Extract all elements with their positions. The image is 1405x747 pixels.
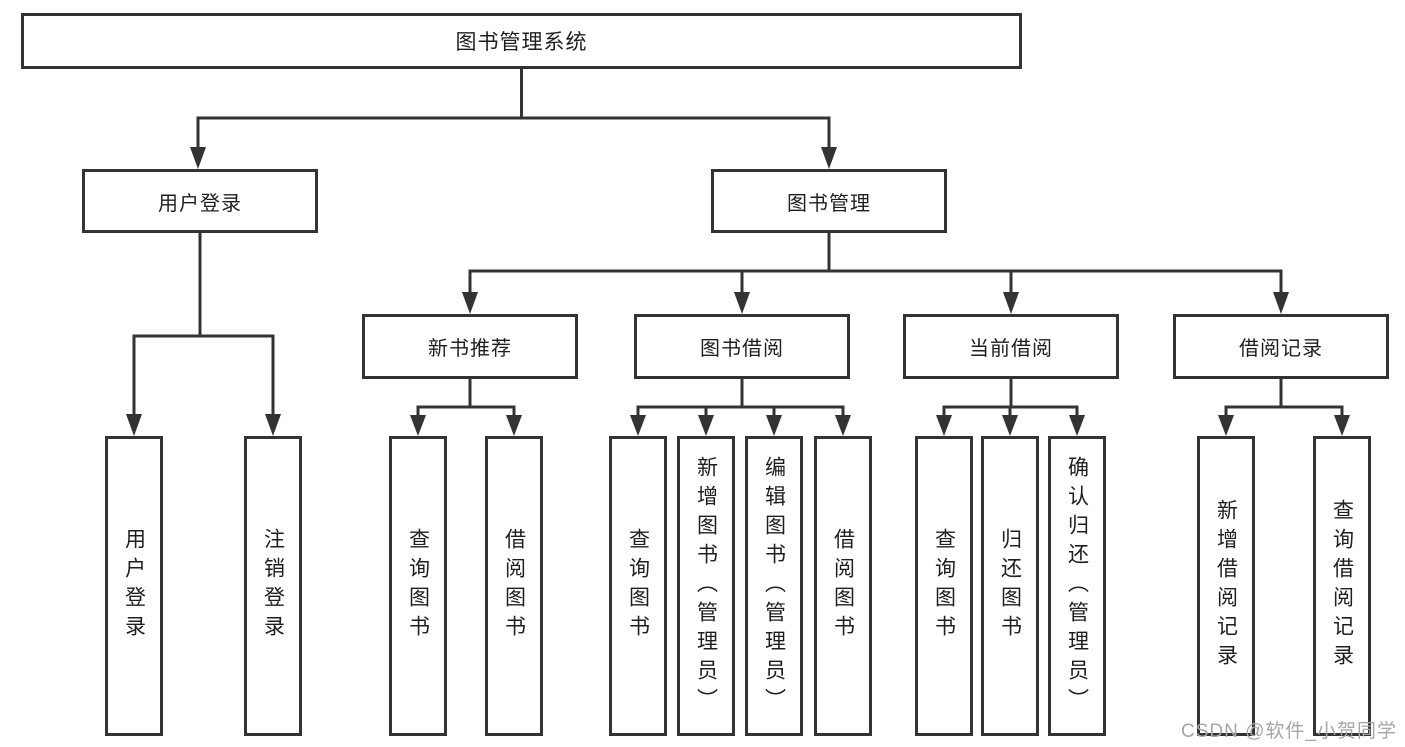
leaf-borrow-edit-books-admin: 编辑图书（管理员） [745,436,803,736]
arrowhead [1002,415,1018,436]
arrowhead [630,415,646,436]
arrowhead [265,414,281,436]
arrowhead [410,415,426,436]
leaf-recommend-query-books: 查询图书 [389,436,447,736]
node-new-book-recommend: 新书推荐 [362,314,578,379]
arrowhead [126,414,142,436]
leaf-label: 用户登录 [122,528,146,644]
node-borrow-records: 借阅记录 [1173,314,1389,379]
arrowhead [190,147,206,169]
node-book-borrow: 图书借阅 [634,314,850,379]
node-book-management: 图书管理 [711,169,947,233]
leaf-records-add-record: 新增借阅记录 [1197,436,1255,736]
leaf-label: 查询借阅记录 [1330,499,1354,673]
leaf-label: 归还图书 [998,528,1022,644]
leaf-label: 借阅图书 [831,528,855,644]
node-current-borrow: 当前借阅 [903,314,1119,379]
leaf-label: 注销登录 [261,528,285,644]
arrowhead [835,415,851,436]
leaf-borrow-add-books-admin: 新增图书（管理员） [677,436,735,736]
leaf-records-query-record: 查询借阅记录 [1313,436,1371,736]
node-user-login: 用户登录 [82,169,318,233]
watermark: CSDN @软件_小贺同学 [1181,721,1397,742]
leaf-current-return-books: 归还图书 [981,436,1039,736]
leaf-label: 新增借阅记录 [1214,499,1238,673]
arrowhead [1003,292,1019,314]
leaf-label: 借阅图书 [502,528,526,644]
node-library-management-system: 图书管理系统 [21,13,1022,69]
leaf-current-confirm-return-admin: 确认归还（管理员） [1048,436,1106,736]
arrowhead [734,292,750,314]
leaf-label: 编辑图书（管理员） [762,455,786,717]
arrowhead [1069,415,1085,436]
leaf-label: 新增图书（管理员） [694,455,718,717]
leaf-recommend-borrow-books: 借阅图书 [485,436,543,736]
arrowhead [1218,415,1234,436]
leaf-label: 确认归还（管理员） [1065,455,1089,717]
arrowhead [936,415,952,436]
leaf-user-login: 用户登录 [105,436,163,736]
arrowhead [462,292,478,314]
arrowhead [506,415,522,436]
leaf-borrow-query-books: 查询图书 [609,436,667,736]
leaf-label: 查询图书 [406,528,430,644]
arrowhead [766,415,782,436]
leaf-borrow-borrow-books: 借阅图书 [814,436,872,736]
arrowhead [821,147,837,169]
leaf-logout: 注销登录 [244,436,302,736]
arrowhead [1273,292,1289,314]
arrowhead [1334,415,1350,436]
leaf-label: 查询图书 [626,528,650,644]
leaf-current-query-books: 查询图书 [915,436,973,736]
leaf-label: 查询图书 [932,528,956,644]
arrowhead [698,415,714,436]
